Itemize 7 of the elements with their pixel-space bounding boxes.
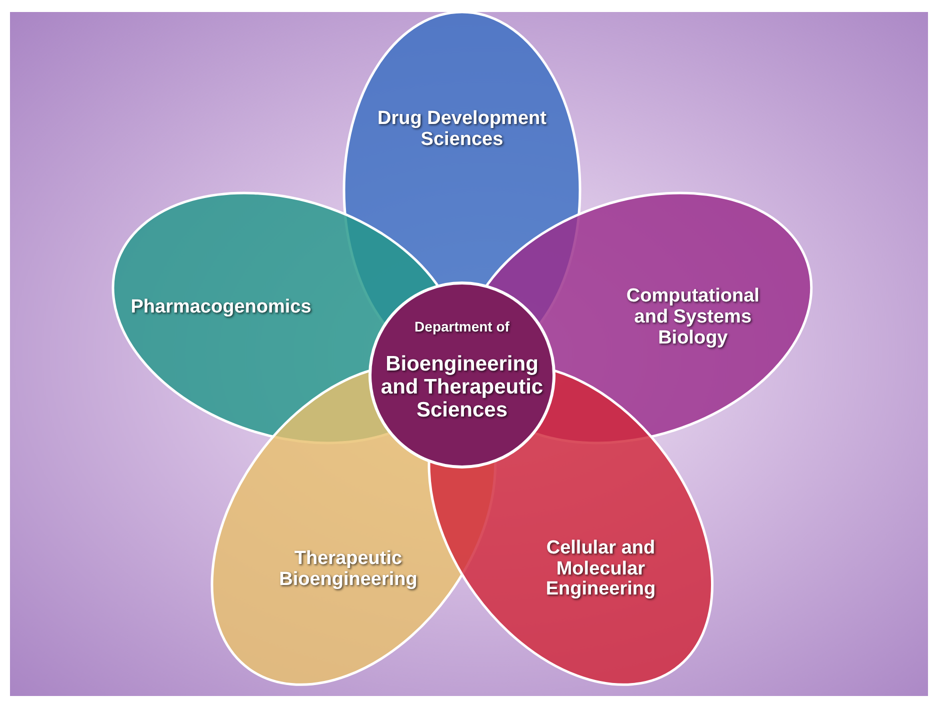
node-label: Therapeutic Bioengineering [278, 548, 418, 591]
node-label: Bioengineering and Therapeutic Sciences [380, 352, 544, 422]
node-label: Pharmacogenomics [130, 297, 312, 318]
node-label: Cellular and Molecular Engineering [544, 538, 657, 601]
node-label: Computational and Systems Biology [625, 286, 760, 350]
node-label: Drug Development Sciences [377, 109, 547, 151]
node-label: Department of [414, 319, 510, 335]
